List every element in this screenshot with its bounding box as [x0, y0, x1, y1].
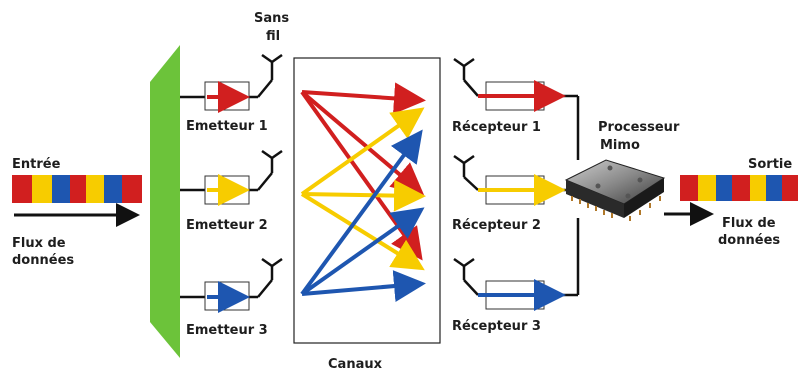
output-flow-label-1: Flux de [722, 216, 776, 231]
emitter-3 [180, 257, 283, 313]
wireless-label-2: fil [266, 29, 280, 44]
antenna-icon [453, 57, 475, 80]
output-label: Sortie [748, 157, 792, 172]
wireless-label-1: Sans [254, 11, 289, 26]
output-flow-label-2: données [718, 233, 780, 248]
input-flow-label-2: données [12, 253, 74, 268]
mimo-processor-chip [564, 159, 666, 221]
demultiplexer [150, 45, 180, 358]
input-flow-label-1: Flux de [12, 236, 66, 251]
receiver-3 [453, 218, 580, 311]
receiver-2-label: Récepteur 2 [452, 218, 541, 233]
emitter-1-label: Emetteur 1 [186, 119, 268, 134]
receiver-2 [453, 154, 580, 206]
receiver-3-label: Récepteur 3 [452, 319, 541, 334]
emitter-1 [180, 53, 283, 113]
channels-label: Canaux [328, 357, 383, 372]
antenna-icon [453, 257, 475, 280]
processor-label-1: Processeur [598, 120, 680, 135]
receiver-1 [453, 57, 580, 160]
receiver-1-label: Récepteur 1 [452, 120, 541, 135]
input-label: Entrée [12, 157, 61, 172]
channel-arrows [300, 82, 426, 303]
antenna-icon [261, 53, 283, 80]
input-data-stream [12, 175, 142, 203]
emitter-3-label: Emetteur 3 [186, 323, 268, 338]
antenna-icon [453, 154, 475, 177]
antenna-icon [261, 149, 283, 173]
antenna-icon [261, 257, 283, 280]
emitter-2-label: Emetteur 2 [186, 218, 268, 233]
processor-label-2: Mimo [600, 138, 640, 153]
emitter-2 [180, 149, 283, 206]
output-data-stream [680, 175, 798, 201]
